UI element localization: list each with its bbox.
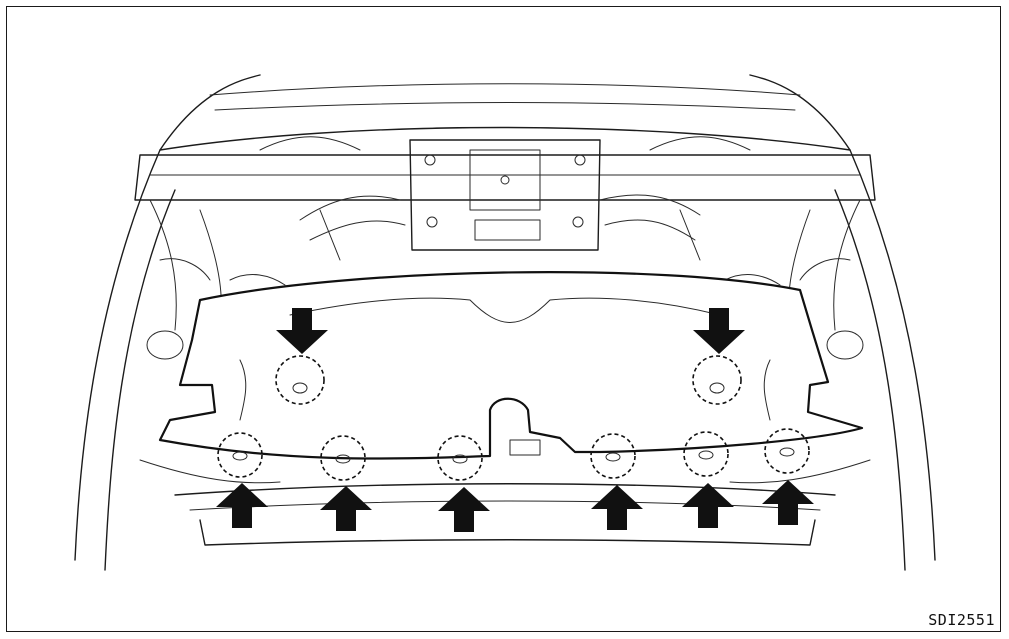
arrow-up-icon (438, 487, 490, 532)
arrow-up-icon (762, 480, 814, 525)
clip-circle-lower-3 (437, 435, 483, 481)
arrow-up-icon (682, 483, 734, 528)
front-bumper (139, 459, 871, 546)
clip-highlights (217, 355, 810, 481)
arrow-up-icon (320, 486, 372, 531)
down-arrows (276, 308, 745, 354)
clip-circle-lower-2 (320, 435, 366, 481)
clip-circle-lower-4 (590, 433, 636, 479)
arrow-up-icon (216, 483, 268, 528)
clip-circle-lower-5 (683, 431, 729, 477)
arrow-down-icon (693, 308, 745, 354)
arrow-down-icon (276, 308, 328, 354)
hood-and-fenders (74, 74, 936, 571)
front-cover-panel (158, 271, 864, 460)
clip-circle-lower-1 (217, 432, 263, 478)
clip-circle-lower-6 (764, 428, 810, 474)
clip-circle-upper-left (275, 355, 325, 405)
arrow-up-icon (591, 485, 643, 530)
figure-code-label: SDI2551 (928, 611, 995, 629)
engine-cover-bracket (409, 139, 601, 251)
up-arrows (216, 480, 814, 532)
cross-member (134, 136, 876, 201)
engine-components (146, 194, 864, 360)
clip-circle-upper-right (692, 355, 742, 405)
